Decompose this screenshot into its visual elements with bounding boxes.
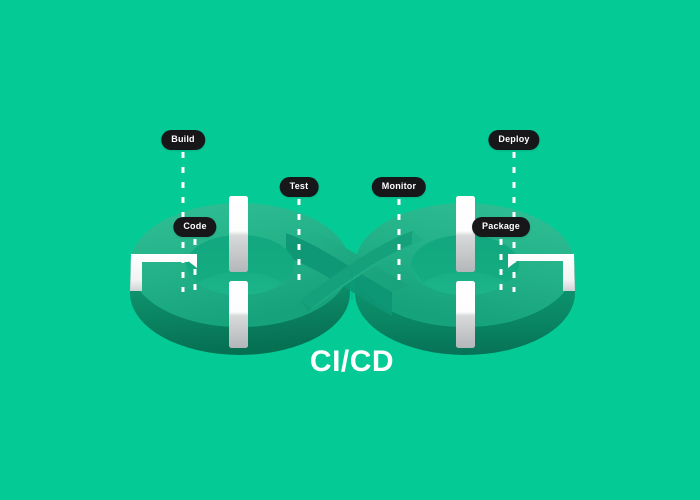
marker-left-bottom — [229, 281, 248, 348]
marker-left-top — [229, 196, 248, 272]
loop-crossing — [286, 226, 424, 316]
stage-markers — [229, 196, 475, 348]
marker-right-top — [456, 196, 475, 272]
diagram-title: CI/CD — [309, 345, 395, 378]
stage-label-deploy[interactable]: Deploy — [488, 130, 540, 150]
left-loop-outer-side — [130, 265, 350, 355]
crossing-band-back — [286, 226, 410, 292]
stage-label-monitor[interactable]: Monitor — [371, 177, 427, 197]
stage-label-test[interactable]: Test — [279, 177, 319, 197]
marker-right-bottom — [456, 281, 475, 348]
bracket-left-shape2 — [130, 254, 197, 291]
stage-label-build[interactable]: Build — [161, 130, 205, 150]
crossing-band-front-side — [300, 231, 412, 311]
bracket-left — [130, 254, 197, 291]
stage-label-code[interactable]: Code — [173, 217, 217, 237]
right-loop-outer-side — [355, 265, 575, 355]
stage-label-package[interactable]: Package — [472, 217, 530, 237]
